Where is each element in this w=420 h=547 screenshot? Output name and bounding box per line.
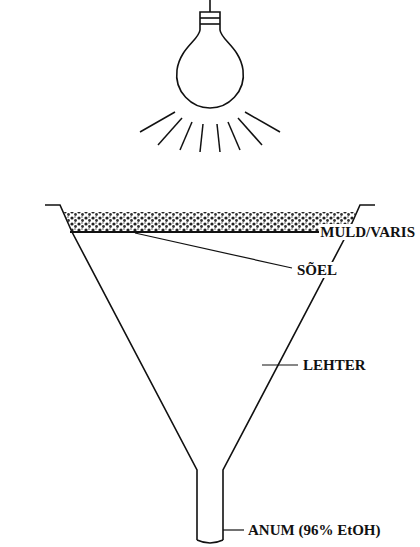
light-rays bbox=[140, 112, 280, 152]
part-label: SÕEL bbox=[296, 262, 338, 279]
part-label: MULD/VARIS bbox=[319, 224, 416, 241]
funnel bbox=[45, 205, 375, 543]
part-label: LEHTER bbox=[302, 357, 367, 374]
part-label: ANUM (96% EtOH) bbox=[247, 522, 381, 539]
sieve bbox=[70, 231, 350, 233]
leader-lines bbox=[135, 224, 354, 530]
soil-layer bbox=[64, 212, 356, 232]
light-bulb bbox=[177, 0, 244, 108]
